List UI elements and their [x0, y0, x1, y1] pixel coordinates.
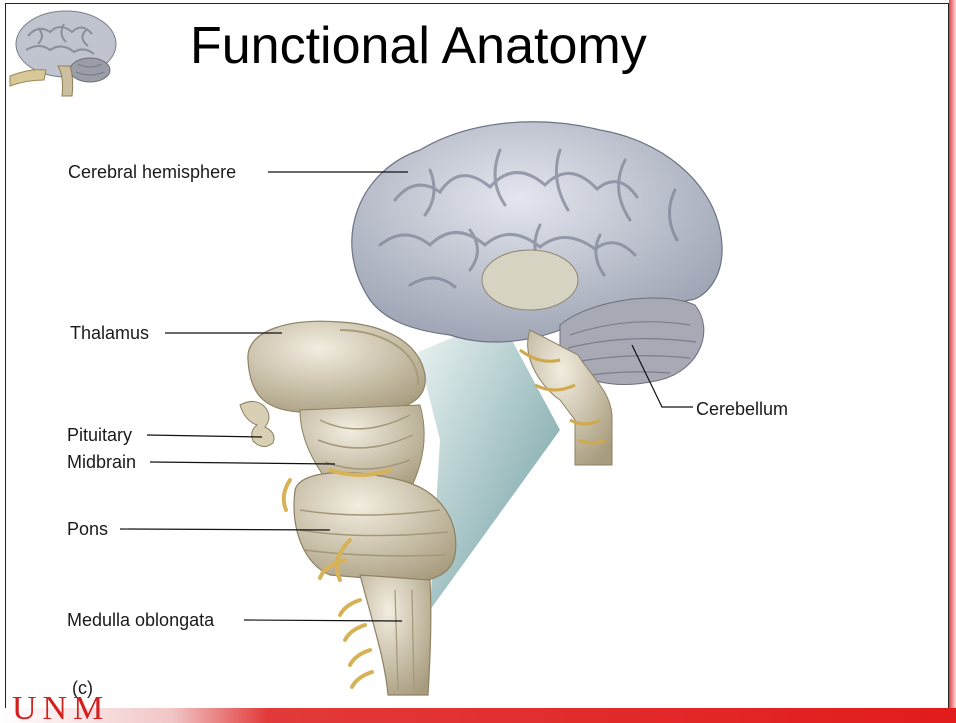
- leader-pituitary: [147, 435, 262, 437]
- bottom-accent-bar: [0, 708, 956, 723]
- inner-thalamus-shape: [482, 250, 578, 310]
- label-medulla-oblongata: Medulla oblongata: [67, 609, 214, 631]
- unm-logo: UNM: [12, 695, 109, 723]
- label-cerebellum: Cerebellum: [696, 398, 788, 420]
- thalamus-shape: [248, 321, 425, 412]
- label-thalamus: Thalamus: [70, 322, 149, 344]
- label-midbrain: Midbrain: [67, 451, 136, 473]
- leader-midbrain: [150, 462, 335, 464]
- unm-logo-text: UNM: [12, 695, 109, 723]
- label-cerebral-hemisphere: Cerebral hemisphere: [68, 161, 236, 183]
- pituitary-shape: [240, 401, 274, 446]
- label-pons: Pons: [67, 518, 108, 540]
- enlarged-brainstem-drawing: [240, 321, 456, 695]
- label-pituitary: Pituitary: [67, 424, 132, 446]
- pons-shape: [294, 473, 456, 582]
